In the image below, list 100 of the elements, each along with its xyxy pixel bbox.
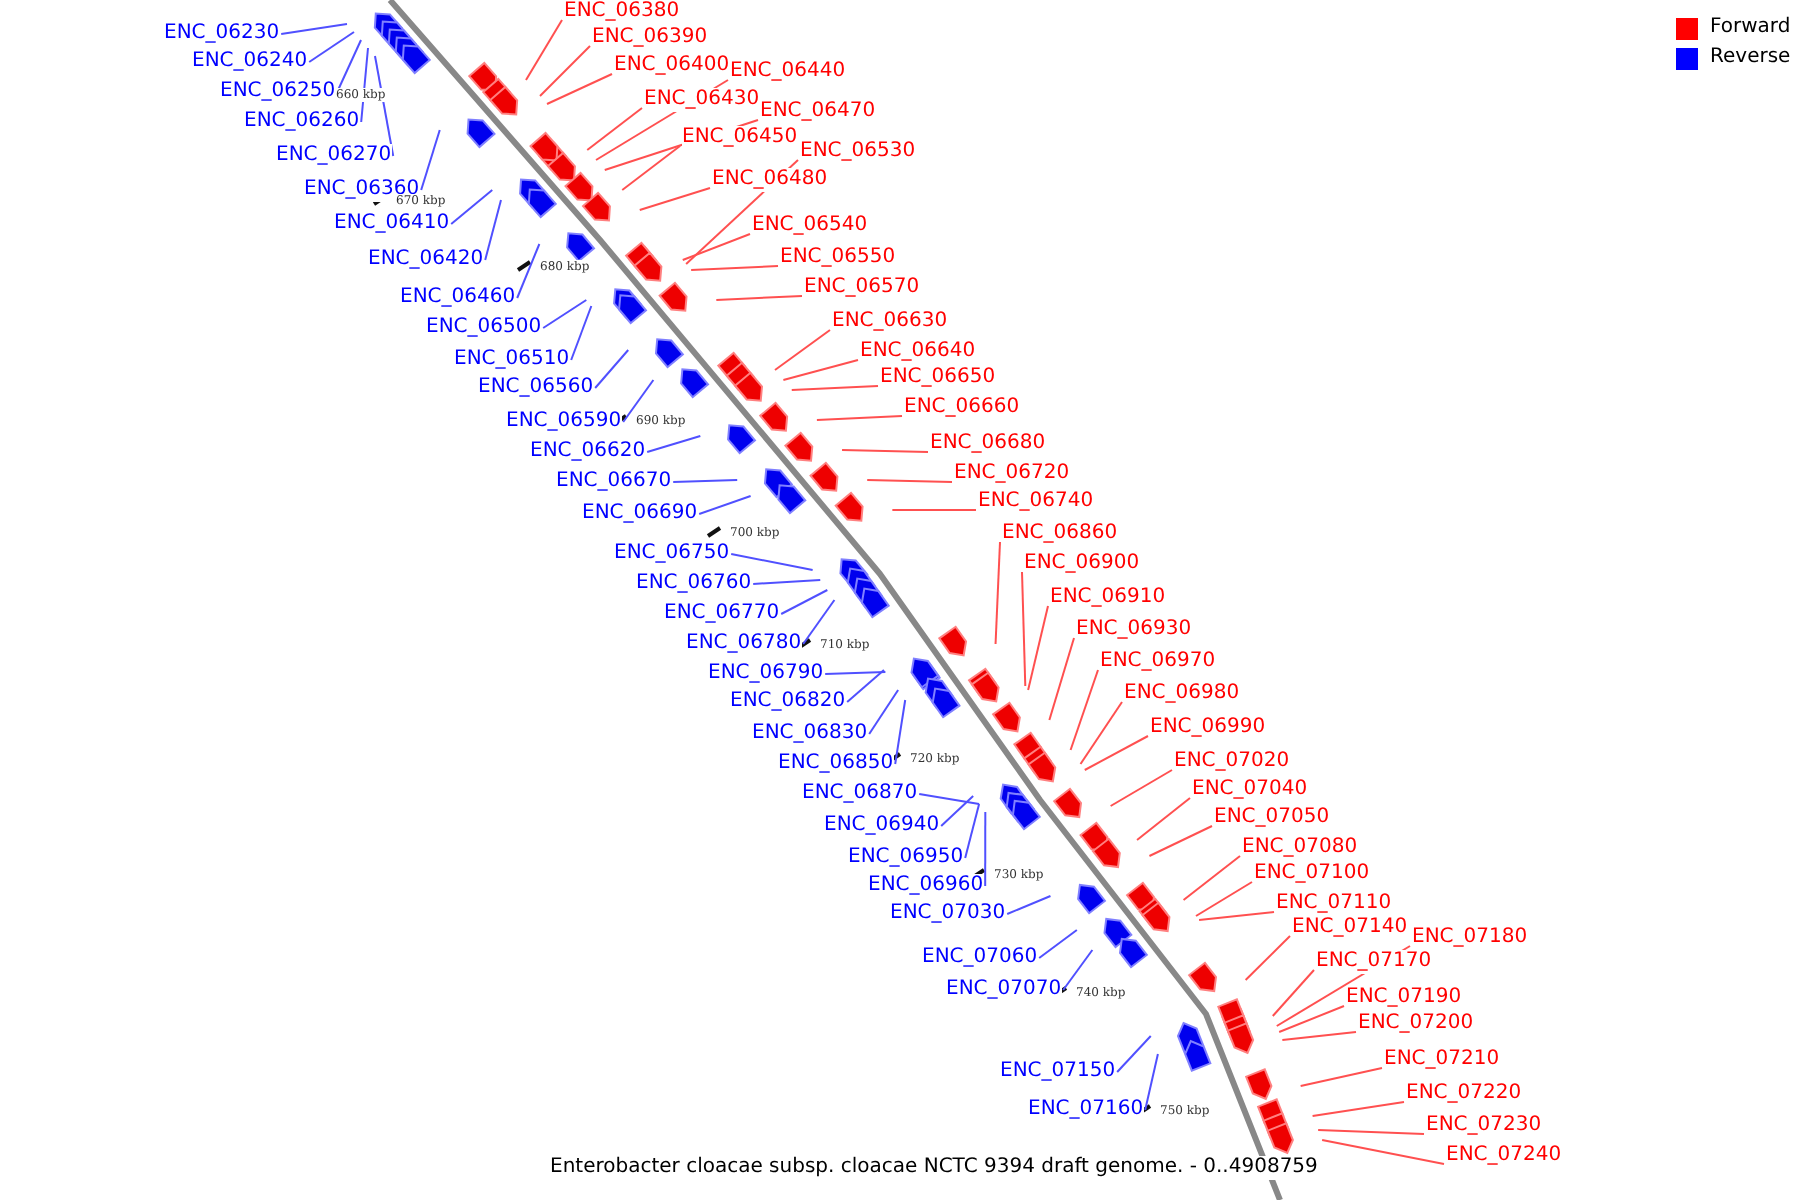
gene-label: ENC_07040 (1192, 778, 1308, 802)
gene-label: ENC_06540 (752, 214, 868, 238)
gene-label: ENC_06990 (1150, 716, 1266, 740)
leader-line (1109, 769, 1173, 807)
gene-label: ENC_06820 (730, 690, 846, 714)
leader-line (790, 385, 879, 391)
gene-label: ENC_06860 (1002, 522, 1118, 546)
gene-label: ENC_07220 (1406, 1082, 1522, 1106)
gene-label: ENC_06640 (860, 340, 976, 364)
leader-line (484, 199, 502, 261)
gene-label: ENC_06530 (800, 140, 916, 164)
gene-label: ENC_07020 (1174, 750, 1290, 774)
leader-line (1079, 701, 1123, 765)
leader-line (1136, 797, 1191, 841)
leader-line (802, 599, 836, 645)
leader-line (308, 31, 355, 63)
leader-line (824, 671, 887, 675)
gene-label: ENC_07030 (890, 902, 1006, 926)
leader-line (374, 55, 395, 157)
gene-label: ENC_06870 (802, 782, 918, 806)
gene-label: ENC_06690 (582, 502, 698, 526)
leader-line (1148, 825, 1213, 857)
leader-line (1144, 1053, 1159, 1111)
gene-label: ENC_06430 (644, 88, 760, 112)
gene-label: ENC_07080 (1242, 836, 1358, 860)
gene-label: ENC_06850 (778, 752, 894, 776)
gene-label: ENC_06510 (454, 348, 570, 372)
leader-line (846, 669, 885, 703)
gene-label: ENC_06500 (426, 316, 542, 340)
gene-label: ENC_06950 (848, 846, 964, 870)
gene-label: ENC_06230 (164, 22, 280, 46)
gene-label: ENC_06390 (592, 26, 708, 50)
leader-line (782, 359, 859, 381)
gene-label: ENC_06450 (682, 126, 798, 150)
gene-label: ENC_06660 (904, 396, 1020, 420)
leader-line (1299, 1067, 1383, 1087)
gene-label: ENC_06650 (880, 366, 996, 390)
leader-line (1278, 1005, 1345, 1033)
gene-label: ENC_06270 (276, 144, 392, 168)
leader-line (984, 811, 987, 887)
gene-label: ENC_07210 (1384, 1048, 1500, 1072)
gene-label: ENC_06740 (978, 490, 1094, 514)
gene-label: ENC_06760 (636, 572, 752, 596)
leader-line (730, 553, 814, 571)
gene-label: ENC_06670 (556, 470, 672, 494)
gene-label: ENC_06960 (868, 874, 984, 898)
gene-label: ENC_06830 (752, 722, 868, 746)
gene-label: ENC_06410 (334, 212, 450, 236)
gene-label: ENC_06620 (530, 440, 646, 464)
gene-label: ENC_07150 (1000, 1060, 1116, 1084)
leader-line (841, 449, 929, 453)
gene-label: ENC_06470 (760, 100, 876, 124)
gene-label: ENC_06560 (478, 376, 594, 400)
gene-label: ENC_06460 (400, 286, 516, 310)
gene-label: ENC_07240 (1446, 1144, 1562, 1168)
leader-line (918, 793, 981, 805)
gene-label: ENC_07180 (1412, 926, 1528, 950)
leader-line (280, 23, 348, 35)
gene-label: ENC_06570 (804, 276, 920, 300)
gene-label: ENC_06400 (614, 54, 730, 78)
gene-label: ENC_06590 (506, 410, 622, 434)
gene-label: ENC_06940 (824, 814, 940, 838)
leader-line (542, 299, 588, 329)
leader-line (1281, 1031, 1357, 1041)
leader-line (450, 189, 494, 225)
gene-label: ENC_06750 (614, 542, 730, 566)
gene-label: ENC_06480 (712, 168, 828, 192)
gene-label: ENC_06720 (954, 462, 1070, 486)
gene-label: ENC_06550 (780, 246, 896, 270)
leader-line (964, 803, 981, 859)
leader-line (698, 495, 752, 515)
gene-label: ENC_06260 (244, 110, 360, 134)
leader-line (570, 305, 593, 361)
leader-line (1321, 1139, 1445, 1165)
gene-label: ENC_07050 (1214, 806, 1330, 830)
leader-line (1317, 1129, 1425, 1135)
leader-line (1311, 1101, 1405, 1117)
leader-line (539, 45, 591, 97)
leader-line (815, 415, 903, 421)
gene-label: ENC_06240 (192, 50, 308, 74)
leader-line (1182, 855, 1241, 901)
leader-line (1021, 571, 1027, 687)
gene-label: ENC_06680 (930, 432, 1046, 456)
gene-label: ENC_07230 (1426, 1114, 1542, 1138)
gene-label: ENC_06970 (1100, 650, 1216, 674)
gene-label: ENC_06420 (368, 248, 484, 272)
leader-line (1116, 1035, 1152, 1073)
gene-label: ENC_06910 (1050, 586, 1166, 610)
leader-line (1038, 929, 1078, 959)
leader-line (715, 295, 803, 301)
gene-label: ENC_06790 (708, 662, 824, 686)
gene-label: ENC_06900 (1024, 552, 1140, 576)
gene-label: ENC_06770 (664, 602, 780, 626)
leader-line (752, 579, 822, 585)
leader-line (681, 233, 751, 261)
leader-line (672, 479, 739, 483)
leader-line (622, 379, 655, 423)
leader-line (1195, 881, 1253, 917)
gene-label: ENC_06250 (220, 80, 336, 104)
leader-line (894, 699, 907, 765)
